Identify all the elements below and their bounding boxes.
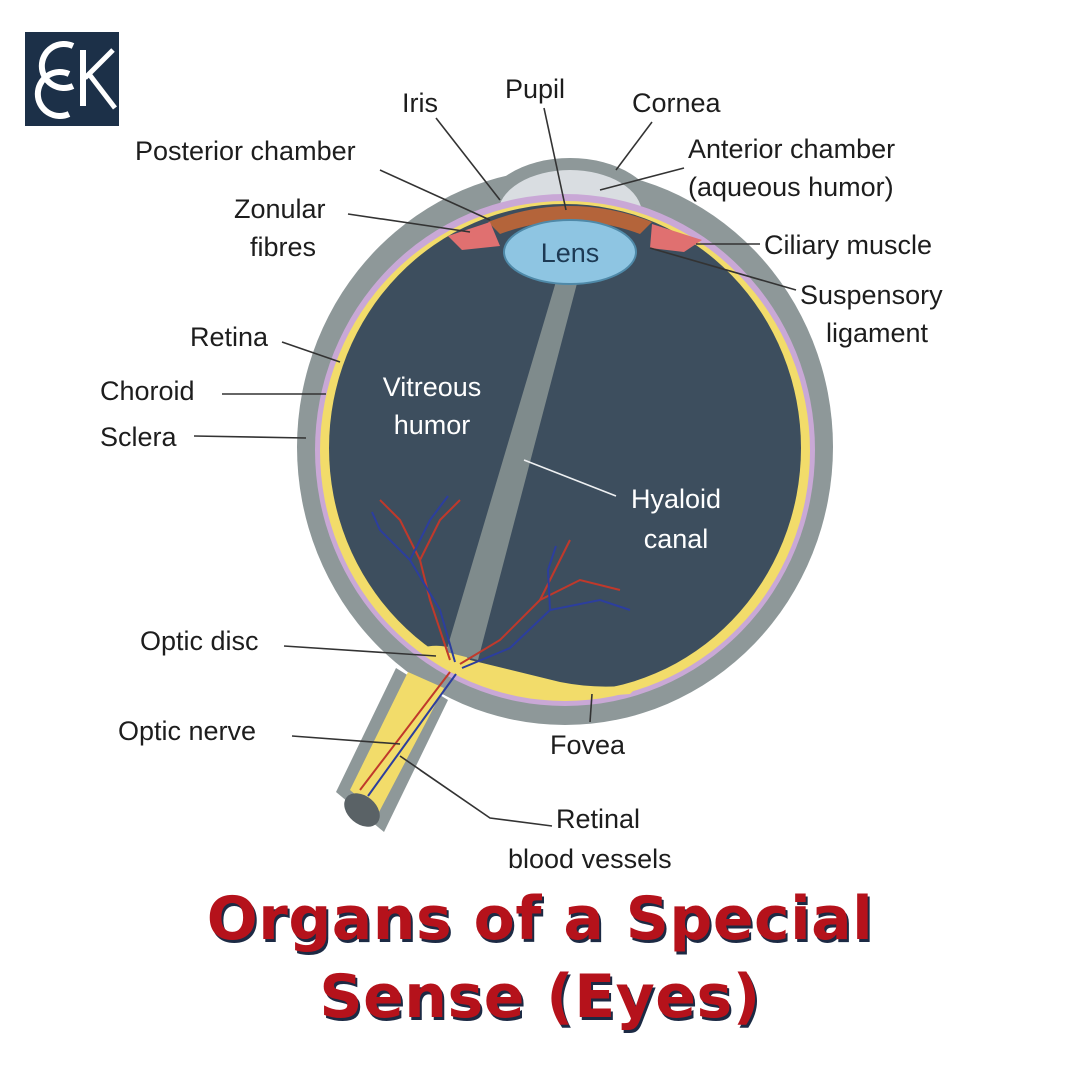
- label-fovea: Fovea: [550, 730, 626, 760]
- lens: [503, 219, 637, 285]
- label-zonular-fibres-line1: Zonular: [234, 194, 326, 224]
- label-ciliary-muscle: Ciliary muscle: [764, 230, 932, 260]
- hyaloid-canal: [446, 268, 580, 660]
- label-anterior-chamber-line2: (aqueous humor): [688, 172, 894, 202]
- label-optic-nerve: Optic nerve: [118, 716, 256, 746]
- label-iris: Iris: [402, 88, 438, 118]
- label-suspensory-ligament-line1: Suspensory: [800, 280, 943, 310]
- ciliary-muscle-right: [650, 224, 702, 252]
- label-retina: Retina: [190, 322, 269, 352]
- label-retinal-blood-vessels-line2: blood vessels: [508, 844, 672, 874]
- label-hyaloid-canal-line1: Hyaloid: [631, 484, 721, 514]
- label-pupil: Pupil: [505, 74, 565, 104]
- eye-diagram: Iris Pupil Cornea Posterior chamber Ante…: [100, 74, 943, 874]
- label-vitreous-humor-line1: Vitreous: [383, 372, 482, 402]
- label-cornea: Cornea: [632, 88, 722, 118]
- vitreous-body: [329, 204, 801, 692]
- page-title-line1: Organs of a Special: [206, 884, 874, 954]
- label-posterior-chamber: Posterior chamber: [135, 136, 356, 166]
- label-vitreous-humor-line2: humor: [394, 410, 471, 440]
- label-zonular-fibres-line2: fibres: [250, 232, 316, 262]
- cck-logo: [25, 32, 119, 126]
- page-title: Organs of a Special Sense (Eyes): [0, 880, 1080, 1036]
- label-retinal-blood-vessels-line1: Retinal: [556, 804, 640, 834]
- page-title-line2: Sense (Eyes): [319, 962, 761, 1032]
- label-anterior-chamber-line1: Anterior chamber: [688, 134, 895, 164]
- ciliary-muscle-left: [448, 222, 500, 250]
- label-hyaloid-canal-line2: canal: [644, 524, 709, 554]
- label-choroid: Choroid: [100, 376, 195, 406]
- label-suspensory-ligament-line2: ligament: [826, 318, 929, 348]
- label-sclera: Sclera: [100, 422, 178, 452]
- label-lens: Lens: [541, 238, 600, 268]
- label-optic-disc: Optic disc: [140, 626, 259, 656]
- retinal-blood-vessels: [359, 495, 631, 797]
- leader-lines: [193, 107, 797, 827]
- optic-disc: [420, 645, 640, 696]
- optic-nerve-cut: [344, 793, 380, 827]
